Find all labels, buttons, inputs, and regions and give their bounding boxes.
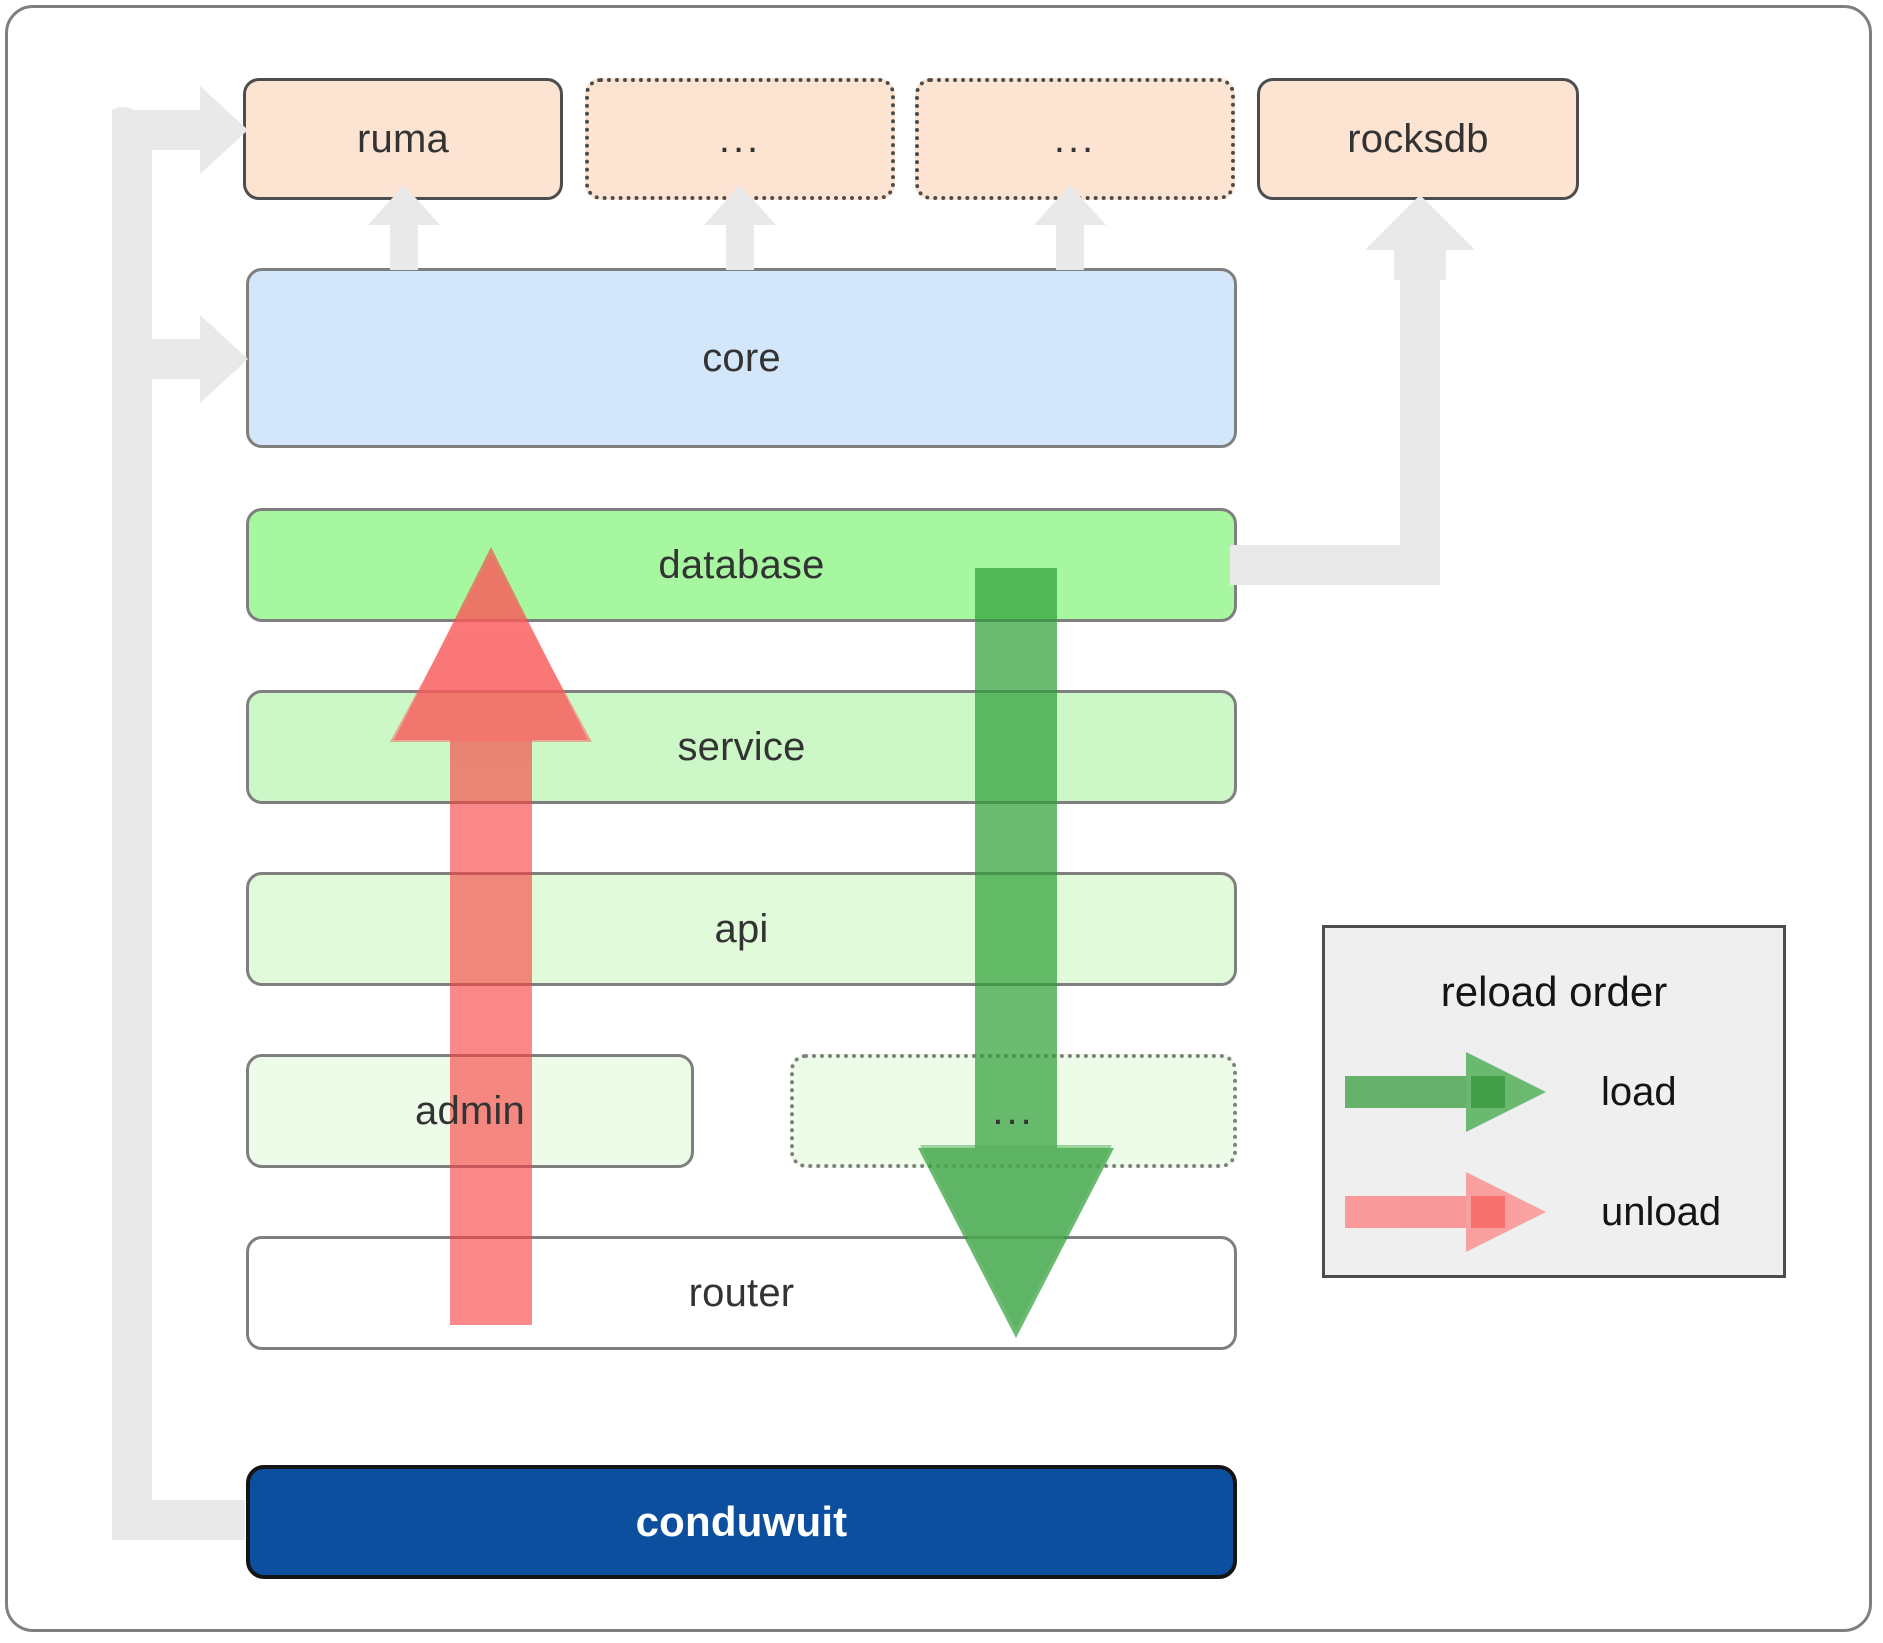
- dependency-label-more-1: ...: [718, 117, 762, 161]
- layer-box-api[interactable]: api: [246, 872, 1237, 986]
- legend-row-load: load: [1325, 1048, 1783, 1136]
- load-arrow-icon: [1341, 1048, 1571, 1136]
- dependency-label-more-2: ...: [1053, 117, 1097, 161]
- layer-label-more: ...: [992, 1089, 1035, 1133]
- layer-box-more[interactable]: ...: [790, 1054, 1237, 1168]
- layer-box-router[interactable]: router: [246, 1236, 1237, 1350]
- layer-label-api: api: [714, 906, 769, 951]
- layer-label-service: service: [677, 724, 806, 769]
- dependency-box-ruma[interactable]: ruma: [243, 78, 563, 200]
- legend-panel: reload order load: [1322, 925, 1786, 1278]
- layer-label-database: database: [658, 542, 825, 587]
- layer-label-router: router: [688, 1270, 795, 1315]
- dependency-label-ruma: ruma: [357, 116, 449, 161]
- core-box[interactable]: core: [246, 268, 1237, 448]
- dependency-box-more-2[interactable]: ...: [915, 78, 1235, 200]
- diagram-frame: [5, 5, 1872, 1632]
- layer-box-admin[interactable]: admin: [246, 1054, 694, 1168]
- core-label: core: [702, 335, 781, 380]
- unload-arrow-icon: [1341, 1168, 1571, 1256]
- dependency-box-rocksdb[interactable]: rocksdb: [1257, 78, 1579, 200]
- root-label-conduwuit: conduwuit: [635, 1498, 848, 1545]
- legend-title: reload order: [1440, 968, 1668, 1015]
- layer-box-database[interactable]: database: [246, 508, 1237, 622]
- legend-label-load: load: [1601, 1069, 1677, 1114]
- legend-label-unload: unload: [1601, 1189, 1722, 1234]
- root-box-conduwuit[interactable]: conduwuit: [246, 1465, 1237, 1579]
- legend-row-unload: unload: [1325, 1168, 1783, 1256]
- layer-label-admin: admin: [415, 1088, 525, 1133]
- layer-box-service[interactable]: service: [246, 690, 1237, 804]
- dependency-box-more-1[interactable]: ...: [585, 78, 895, 200]
- dependency-label-rocksdb: rocksdb: [1347, 116, 1489, 161]
